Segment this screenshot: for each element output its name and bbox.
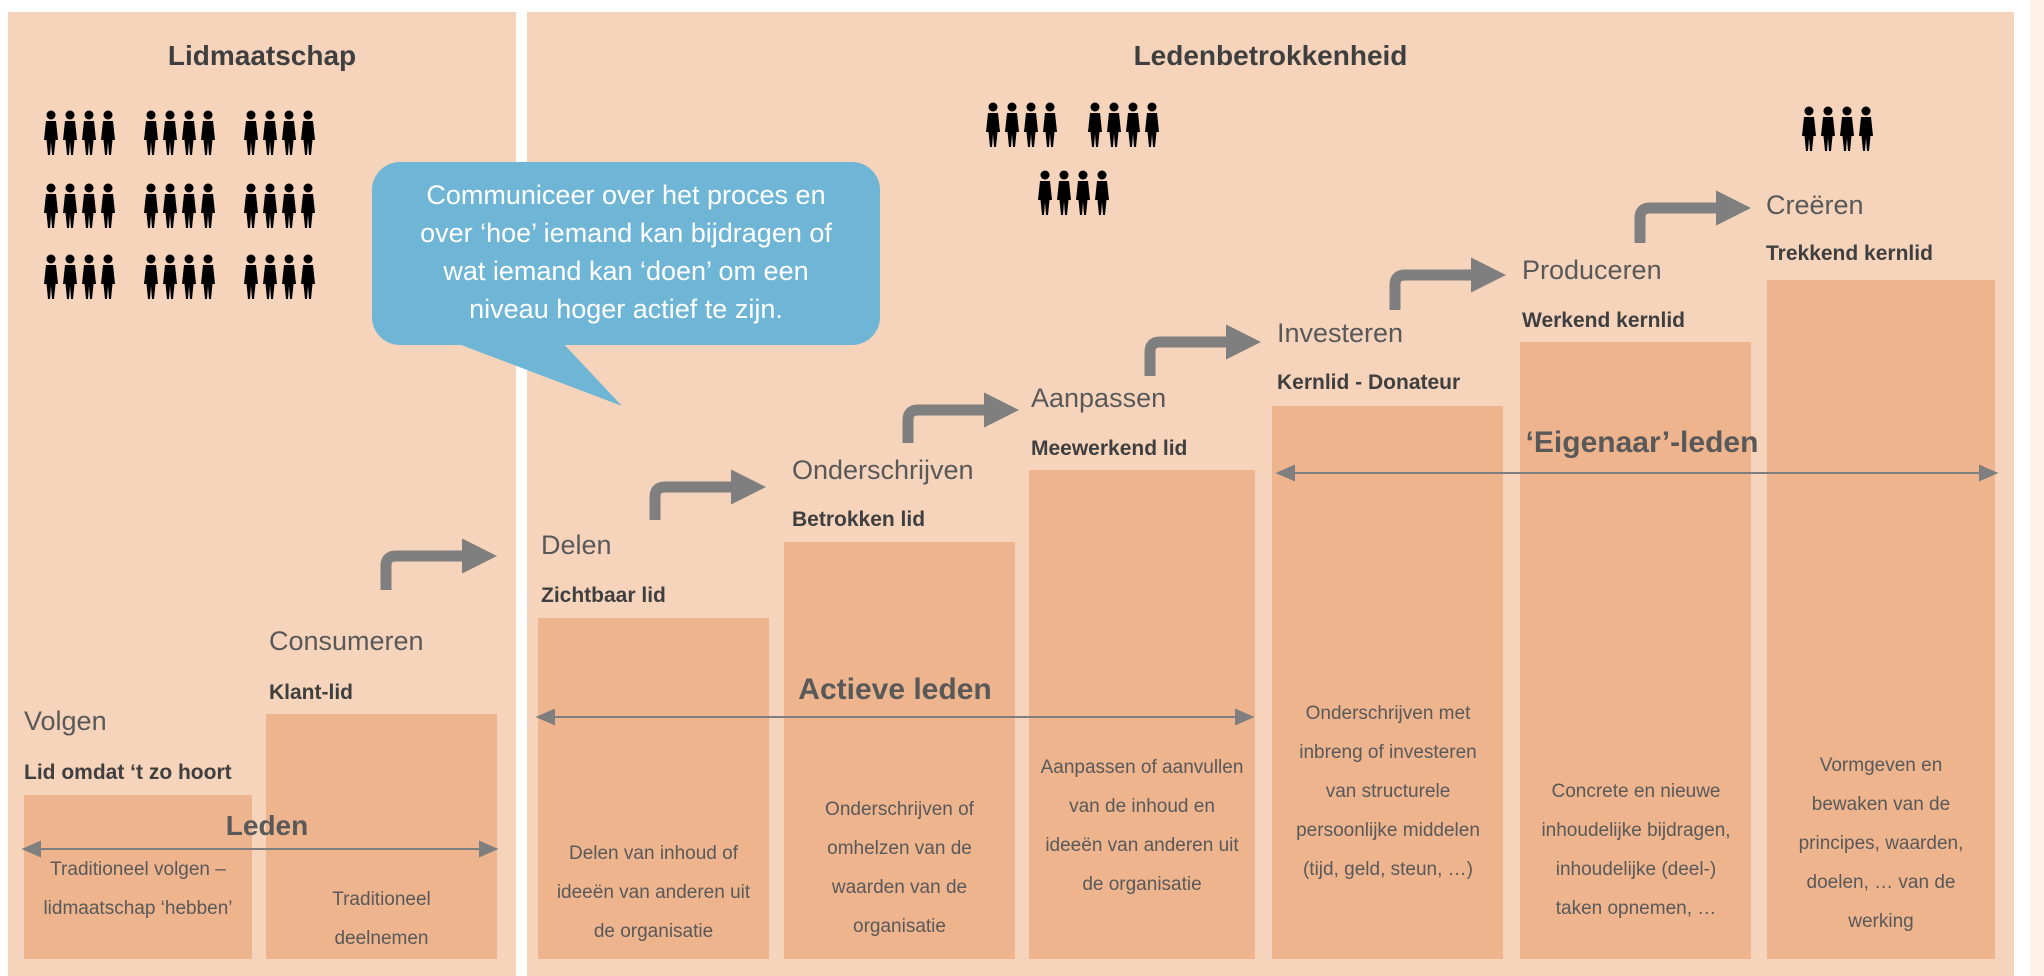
people-group-icon <box>40 106 340 321</box>
desc-line: werking <box>1848 911 1914 932</box>
step-role-produceren: Werkend kernlid <box>1522 309 1685 332</box>
engagement-title: Ledenbetrokkenheid <box>1133 40 1408 71</box>
bar-consumeren <box>266 714 497 959</box>
bar-creeren <box>1767 280 1995 959</box>
step-name-onderschrijven: Onderschrijven <box>792 455 974 485</box>
step-role-creeren: Trekkend kernlid <box>1766 242 1933 265</box>
desc-line: inbreng of investeren <box>1299 742 1477 763</box>
bar-onderschrijven <box>784 542 1015 959</box>
step-role-aanpassen: Meewerkend lid <box>1031 437 1188 460</box>
desc-investeren: Onderschrijven met inbreng of investeren… <box>1268 694 1508 889</box>
desc-line: van structurele <box>1325 781 1451 802</box>
desc-line: Delen van inhoud of <box>568 843 738 864</box>
step-name-produceren: Produceren <box>1522 255 1662 285</box>
desc-line: persoonlijke middelen <box>1296 820 1480 841</box>
bar-produceren <box>1520 342 1751 959</box>
desc-produceren: Concrete en nieuwe inhoudelijke bijdrage… <box>1514 772 1758 928</box>
callout-text: Communiceer over het proces en over ‘hoe… <box>380 176 872 328</box>
bar-aanpassen <box>1029 470 1255 959</box>
desc-line: bewaken van de <box>1811 794 1951 815</box>
step-name-consumeren: Consumeren <box>269 626 424 656</box>
desc-line: organisatie <box>853 916 946 937</box>
group-label-actieve: Actieve leden <box>798 673 992 706</box>
desc-line: Onderschrijven met <box>1305 703 1471 724</box>
callout-line: niveau hoger actief te zijn. <box>469 294 783 324</box>
desc-line: de organisatie <box>593 921 714 942</box>
callout-bubble <box>372 162 880 345</box>
group-label-eigenaar: ‘Eigenaar’-leden <box>1525 426 1759 459</box>
step-role-consumeren: Klant-lid <box>269 681 353 704</box>
step-name-aanpassen: Aanpassen <box>1031 383 1167 413</box>
bar-investeren <box>1272 406 1503 959</box>
desc-line: Traditioneel volgen – <box>50 859 226 880</box>
desc-creeren: Vormgeven en bewaken van de principes, w… <box>1767 746 1995 941</box>
group-label-leden: Leden <box>225 810 309 841</box>
desc-line: de organisatie <box>1082 874 1202 895</box>
step-role-onderschrijven: Betrokken lid <box>792 508 926 531</box>
step-name-delen: Delen <box>541 530 612 560</box>
desc-volgen: Traditioneel volgen – lidmaatschap ‘hebb… <box>24 850 252 928</box>
desc-line: Concrete en nieuwe <box>1551 781 1721 802</box>
step-up-arrow-icon <box>649 469 767 520</box>
step-role-delen: Zichtbaar lid <box>541 584 666 607</box>
step-up-arrow-icon <box>380 538 498 590</box>
desc-aanpassen: Aanpassen of aanvullen van de inhoud en … <box>1021 748 1263 904</box>
step-up-arrow-icon <box>1634 190 1752 243</box>
desc-line: van de inhoud en <box>1069 796 1215 817</box>
desc-line: (tijd, geld, steun, …) <box>1302 859 1474 880</box>
step-name-investeren: Investeren <box>1277 318 1404 348</box>
desc-line: Onderschrijven of <box>825 799 974 820</box>
double-headed-arrow-icon <box>1275 464 1999 482</box>
desc-line: Aanpassen of aanvullen <box>1040 757 1244 778</box>
people-group-icon <box>982 98 1182 238</box>
step-up-arrow-icon <box>1144 324 1262 376</box>
double-headed-arrow-icon <box>21 840 499 858</box>
page-edge <box>2030 0 2044 976</box>
callout-line: Communiceer over het proces en <box>426 180 826 210</box>
desc-line: ideeën van anderen uit <box>1045 835 1239 856</box>
step-role-investeren: Kernlid - Donateur <box>1277 371 1461 394</box>
desc-line: lidmaatschap ‘hebben’ <box>43 898 233 919</box>
step-name-creeren: Creëren <box>1766 190 1864 220</box>
people-group-icon <box>1798 102 1898 167</box>
desc-onderschrijven: Onderschrijven of omhelzen van de waarde… <box>784 790 1015 946</box>
callout-line: wat iemand kan ‘doen’ om een <box>443 256 809 286</box>
desc-line: omhelzen van de <box>827 838 972 859</box>
desc-line: inhoudelijke (deel-) <box>1555 859 1717 880</box>
desc-line: Traditioneel <box>332 889 431 910</box>
membership-title: Lidmaatschap <box>167 40 357 71</box>
desc-line: Vormgeven en <box>1819 755 1943 776</box>
step-role-volgen: Lid omdat ‘t zo hoort <box>24 761 232 784</box>
double-headed-arrow-icon <box>535 708 1255 726</box>
bar-volgen <box>24 795 252 959</box>
desc-consumeren: Traditioneel deelnemen <box>266 880 497 958</box>
desc-line: doelen, … van de <box>1806 872 1956 893</box>
step-name-volgen: Volgen <box>24 706 107 736</box>
desc-line: taken opnemen, … <box>1555 898 1717 919</box>
step-up-arrow-icon <box>1389 257 1507 310</box>
desc-line: inhoudelijke bijdragen, <box>1541 820 1731 841</box>
step-up-arrow-icon <box>902 392 1020 443</box>
bar-delen <box>538 618 769 959</box>
desc-line: waarden van de <box>831 877 968 898</box>
callout-line: over ‘hoe’ iemand kan bijdragen of <box>420 218 832 248</box>
desc-delen: Delen van inhoud of ideeën van anderen u… <box>538 834 769 951</box>
desc-line: deelnemen <box>334 928 429 949</box>
desc-line: ideeën van anderen uit <box>556 882 751 903</box>
desc-line: principes, waarden, <box>1798 833 1964 854</box>
